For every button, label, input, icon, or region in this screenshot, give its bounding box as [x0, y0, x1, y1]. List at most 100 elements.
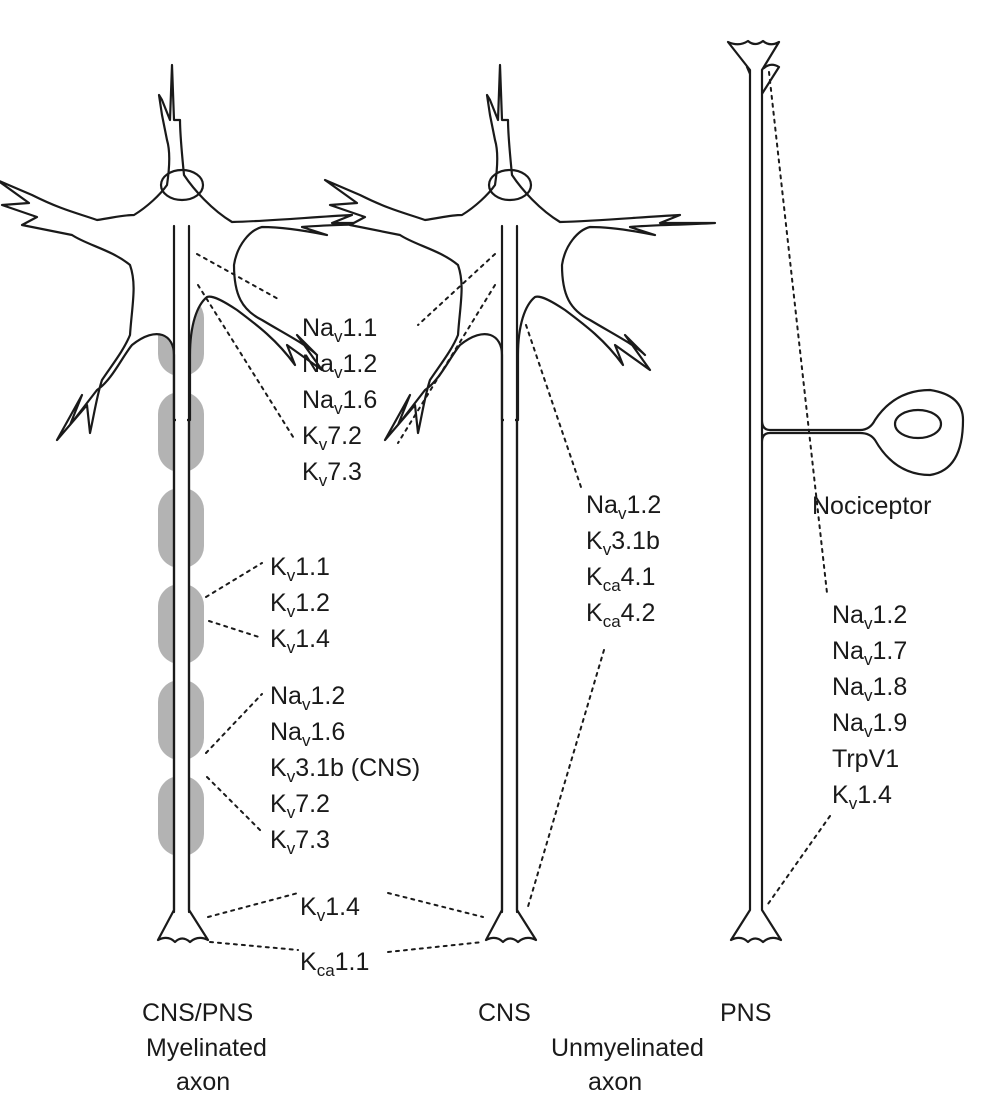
- channel-number: 1.2: [295, 589, 330, 617]
- channel-label: Nav1.7: [832, 633, 907, 669]
- channel-label: Kv1.4: [832, 777, 907, 813]
- channel-subscript: v: [333, 327, 343, 346]
- channel-subscript: v: [301, 695, 311, 714]
- channel-number: 4.2: [620, 599, 656, 627]
- channel-label: Kv1.1: [270, 549, 330, 585]
- channel-label: Kv1.2: [270, 585, 330, 621]
- channel-number: 7.2: [327, 422, 362, 450]
- channel-label: Nav1.8: [832, 669, 907, 705]
- channel-subscript: v: [286, 566, 296, 585]
- channel-label: Kv1.4: [300, 880, 369, 935]
- channel-label: Kv7.2: [270, 786, 420, 822]
- channel-label: Kv7.3: [270, 822, 420, 858]
- channel-label: Kv7.3: [302, 454, 377, 490]
- channel-label: Nav1.6: [302, 382, 377, 418]
- channel-subscript: v: [617, 504, 627, 523]
- channel-subscript: v: [286, 767, 296, 786]
- channel-label: Kca1.1: [300, 935, 369, 990]
- nociceptor-label: Nociceptor: [812, 492, 932, 520]
- channel-base: K: [586, 563, 603, 591]
- channel-subscript: v: [863, 722, 873, 741]
- channel-base: K: [586, 599, 603, 627]
- channel-base: K: [300, 948, 317, 976]
- channel-label: Nav1.2: [270, 678, 420, 714]
- channel-label: Kv7.2: [302, 418, 377, 454]
- channel-base: K: [270, 625, 287, 653]
- channel-base: K: [302, 458, 319, 486]
- channel-label: Nav1.1: [302, 310, 377, 346]
- type-label-myelinated: Myelinated: [146, 1034, 267, 1062]
- channel-subscript: v: [286, 638, 296, 657]
- channel-number: 7.3: [295, 826, 330, 854]
- channel-label: Kca4.1: [586, 559, 661, 595]
- nociceptor-nucleus: [893, 408, 943, 440]
- channel-label: Kv3.1b: [586, 523, 661, 559]
- channel-base: K: [832, 781, 849, 809]
- region-label-cns: CNS: [478, 999, 531, 1027]
- channel-base: Na: [270, 718, 302, 746]
- channel-subscript: v: [286, 602, 296, 621]
- channel-base: K: [586, 527, 603, 555]
- channel-subscript: ca: [316, 961, 335, 980]
- channel-number: 3.1b (CNS): [295, 754, 421, 782]
- channel-base: K: [270, 553, 287, 581]
- channel-number: 1.6: [310, 718, 346, 746]
- channel-base: K: [270, 790, 287, 818]
- channel-subscript: v: [316, 906, 326, 925]
- type-label-axon-2: axon: [588, 1068, 643, 1096]
- channel-base: Na: [270, 682, 302, 710]
- channel-number: 4.1: [620, 563, 656, 591]
- channel-subscript: v: [318, 435, 328, 454]
- channel-subscript: ca: [602, 576, 621, 595]
- channel-number: 7.2: [295, 790, 330, 818]
- channel-subscript: v: [863, 614, 873, 633]
- channel-number: 1.4: [857, 781, 892, 809]
- channel-number: 1.4: [295, 625, 330, 653]
- channel-base: K: [270, 589, 287, 617]
- channel-subscript: v: [318, 471, 328, 490]
- channel-number: 1.1: [334, 948, 370, 976]
- channel-base: Na: [302, 350, 334, 378]
- channel-number: 1.2: [342, 350, 378, 378]
- channel-number: 1.2: [310, 682, 346, 710]
- channel-base: Na: [832, 637, 864, 665]
- channel-label: Kv1.4: [270, 621, 330, 657]
- channel-base: Na: [302, 386, 334, 414]
- unmyelinated-neuron: [323, 63, 717, 944]
- channel-subscript: v: [301, 731, 311, 750]
- channel-base: Na: [832, 601, 864, 629]
- channel-label: Nav1.6: [270, 714, 420, 750]
- channel-number: 1.6: [342, 386, 378, 414]
- type-label-axon-1: axon: [176, 1068, 231, 1096]
- channel-number: 1.1: [295, 553, 330, 581]
- channel-number: 1.2: [626, 491, 662, 519]
- channel-number: 1.7: [872, 637, 908, 665]
- channel-label: Kv3.1b (CNS): [270, 750, 420, 786]
- channel-subscript: v: [863, 686, 873, 705]
- channel-subscript: v: [602, 540, 612, 559]
- channel-label: TrpV1: [832, 741, 907, 777]
- region-label-pns: PNS: [720, 999, 772, 1027]
- channel-label: Nav1.9: [832, 705, 907, 741]
- connector-lines: [196, 71, 831, 953]
- myelinated-neuron: [0, 63, 389, 944]
- channel-base: Na: [832, 673, 864, 701]
- channel-subscript: v: [333, 363, 343, 382]
- channel-number: 1.4: [325, 893, 360, 921]
- channel-number: 1.1: [342, 314, 378, 342]
- channel-subscript: v: [333, 399, 343, 418]
- channel-base: K: [270, 754, 287, 782]
- channel-base: K: [300, 893, 317, 921]
- type-label-unmyelinated: Unmyelinated: [551, 1034, 704, 1062]
- channel-base: Na: [832, 709, 864, 737]
- channel-label: Nav1.2: [832, 597, 907, 633]
- region-label-cns-pns: CNS/PNS: [142, 999, 254, 1027]
- channel-subscript: ca: [602, 612, 621, 631]
